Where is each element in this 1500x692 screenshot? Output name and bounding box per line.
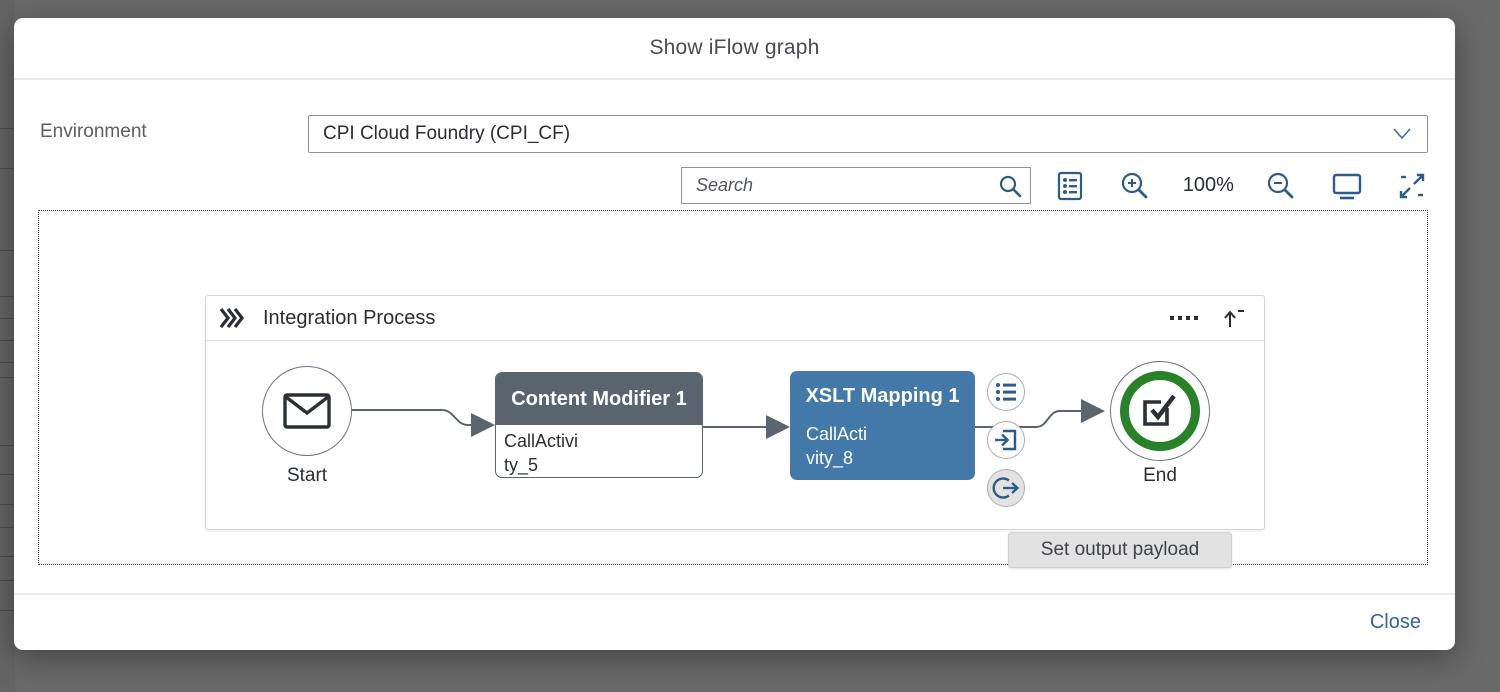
show-iflow-graph-dialog: Show iFlow graph Environment CPI Cloud F… bbox=[14, 18, 1455, 650]
process-title: Integration Process bbox=[263, 306, 436, 329]
content-modifier-node[interactable]: Content Modifier 1 CallActivi ty_5 bbox=[495, 372, 703, 478]
environment-label: Environment bbox=[40, 121, 147, 142]
node-list-button[interactable] bbox=[987, 373, 1025, 411]
dialog-header: Show iFlow graph bbox=[14, 18, 1455, 80]
chevron-down-icon bbox=[1393, 128, 1411, 140]
dimmed-background-table bbox=[0, 0, 15, 692]
close-button[interactable]: Close bbox=[1360, 605, 1431, 640]
check-square-icon bbox=[1143, 394, 1176, 426]
collapse-pool-icon[interactable] bbox=[1222, 307, 1246, 329]
envelope-icon bbox=[283, 393, 331, 429]
set-output-payload-button[interactable] bbox=[987, 469, 1025, 507]
content-modifier-name: CallActivi ty_5 bbox=[504, 431, 579, 475]
fit-to-screen-icon[interactable] bbox=[1329, 168, 1365, 204]
end-node-label: End bbox=[1143, 465, 1177, 486]
start-node-label: Start bbox=[286, 465, 328, 486]
xslt-mapping-name: CallActi vity_8 bbox=[806, 424, 868, 468]
zoom-level: 100% bbox=[1182, 174, 1234, 196]
end-event-node[interactable] bbox=[1110, 361, 1210, 461]
search-icon[interactable] bbox=[990, 168, 1030, 203]
legend-icon[interactable] bbox=[1052, 168, 1088, 204]
triple-chevron-right-icon bbox=[219, 308, 247, 328]
bullet-list-icon bbox=[996, 383, 1016, 401]
graph-toolbar: 100% bbox=[1052, 167, 1430, 204]
zoom-in-icon[interactable] bbox=[1117, 168, 1153, 204]
set-input-payload-button[interactable] bbox=[987, 421, 1025, 459]
process-header: Integration Process bbox=[206, 296, 1264, 341]
zoom-out-icon[interactable] bbox=[1263, 168, 1299, 204]
full-screen-icon[interactable] bbox=[1394, 168, 1430, 204]
search-box bbox=[681, 167, 1031, 204]
overflow-menu-icon[interactable] bbox=[1170, 296, 1198, 340]
arrow-out-of-circle-icon bbox=[992, 477, 1020, 499]
arrow-into-bracket-icon bbox=[995, 429, 1017, 451]
start-event-node[interactable] bbox=[262, 366, 352, 456]
dialog-title: Show iFlow graph bbox=[649, 36, 820, 59]
xslt-mapping-node[interactable]: XSLT Mapping 1 CallActi vity_8 bbox=[790, 371, 975, 480]
search-input[interactable] bbox=[682, 168, 990, 203]
environment-select[interactable]: CPI Cloud Foundry (CPI_CF) bbox=[308, 115, 1428, 153]
environment-selected-value: CPI Cloud Foundry (CPI_CF) bbox=[323, 123, 571, 144]
dialog-footer: Close bbox=[14, 593, 1455, 650]
end-event-ring bbox=[1120, 371, 1200, 451]
set-output-payload-tooltip: Set output payload bbox=[1008, 532, 1232, 568]
xslt-mapping-title: XSLT Mapping 1 bbox=[805, 385, 960, 407]
content-modifier-title: Content Modifier 1 bbox=[496, 373, 702, 425]
integration-process-pool[interactable]: Integration Process bbox=[205, 295, 1265, 530]
